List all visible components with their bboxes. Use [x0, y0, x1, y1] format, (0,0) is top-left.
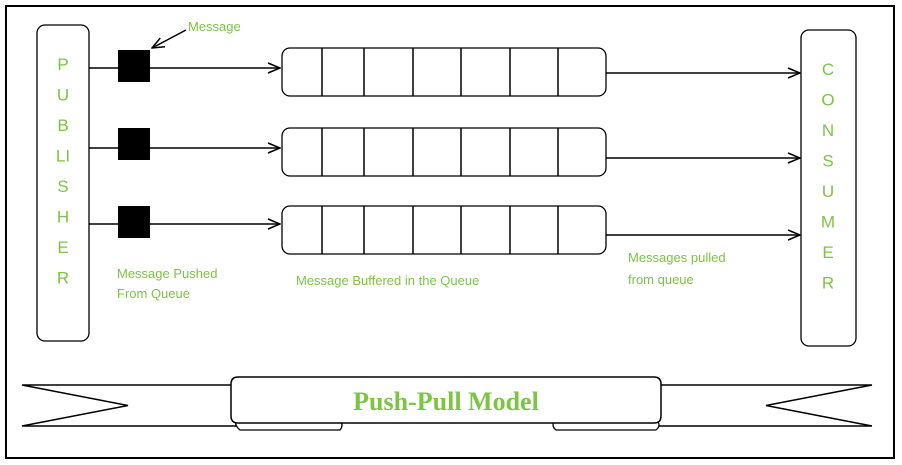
banner-main	[230, 376, 662, 424]
consumer-letter: U	[822, 182, 834, 201]
publisher-letter: B	[57, 116, 68, 135]
consumer-letter: R	[822, 274, 834, 293]
publisher-box	[36, 24, 90, 342]
consumer-letter: O	[821, 91, 834, 110]
banner-right-tail	[655, 384, 873, 427]
message-block-2	[118, 128, 150, 160]
diagram-frame	[5, 5, 895, 459]
queue-3-box	[281, 205, 607, 255]
consumer-box	[800, 29, 857, 347]
consumer-letter: M	[821, 213, 835, 232]
queue-3	[281, 205, 607, 255]
publisher-letter: H	[57, 208, 69, 227]
queue-1-box	[281, 47, 607, 97]
publisher-letter: R	[57, 269, 69, 288]
message-block-1	[118, 50, 150, 82]
consumer-letter: E	[822, 243, 833, 262]
banner-title: Push-Pull Model	[353, 387, 539, 416]
publisher-letter: S	[57, 177, 68, 196]
queue-2-box	[281, 127, 607, 177]
message-label: Message	[188, 19, 241, 34]
queue-1	[281, 47, 607, 97]
pulled-label-line2: from queue	[628, 272, 694, 287]
publisher-letter: P	[57, 55, 68, 74]
publisher-letter: U	[57, 86, 69, 105]
message-block-3	[118, 206, 150, 238]
consumer-letter: N	[822, 121, 834, 140]
pushed-label-line1: Message Pushed	[117, 266, 217, 281]
queue-2	[281, 127, 607, 177]
consumer-letter: S	[822, 152, 833, 171]
title-banner: Push-Pull Model	[21, 376, 873, 431]
publisher-letter: LI	[56, 147, 70, 166]
pulled-label-line1: Messages pulled	[628, 250, 726, 265]
consumer-letter: C	[822, 60, 834, 79]
banner-left-tail	[21, 384, 237, 427]
buffered-label: Message Buffered in the Queue	[296, 273, 479, 288]
message-callout-arrow	[152, 29, 187, 48]
pushed-label-line2: From Queue	[117, 286, 190, 301]
publisher-letter: E	[57, 238, 68, 257]
